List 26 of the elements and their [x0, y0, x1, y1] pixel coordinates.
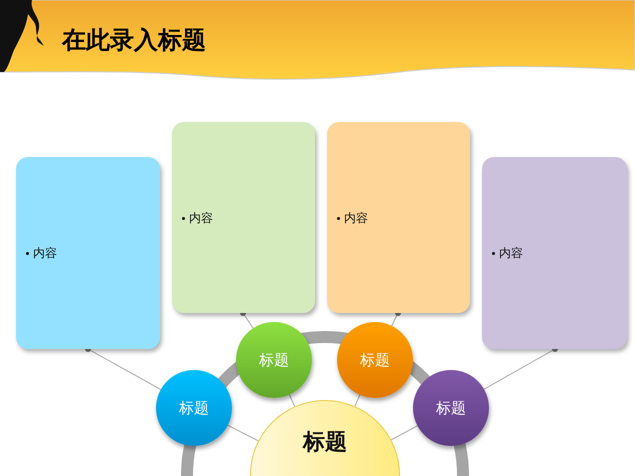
- bullet-text: 内容: [337, 210, 368, 227]
- center-title: 标题: [303, 429, 347, 457]
- topic-circle: [413, 370, 489, 446]
- topic-label: 标题: [259, 350, 289, 370]
- connector-line: [240, 310, 254, 329]
- connector-line: [288, 394, 296, 407]
- topic-circle: [236, 322, 312, 398]
- topic-label: 标题: [436, 398, 466, 418]
- topic-label: 标题: [179, 398, 209, 418]
- topic-circle: [156, 370, 232, 446]
- bullet-text: 内容: [182, 210, 213, 227]
- content-card: [327, 122, 470, 313]
- content-card: [172, 122, 315, 313]
- bullet-text: 内容: [492, 245, 523, 262]
- connector-line: [390, 425, 418, 440]
- connector-line: [354, 394, 360, 407]
- connector-line: [484, 346, 558, 390]
- connector-line: [227, 424, 259, 442]
- slide-title: 在此录入标题: [62, 25, 206, 56]
- topic-circle: [337, 322, 413, 398]
- content-card: [482, 157, 627, 349]
- connector-line: [85, 346, 162, 390]
- bullet-text: 内容: [26, 245, 57, 262]
- topic-label: 标题: [360, 350, 390, 370]
- connector-line: [391, 310, 401, 326]
- content-card: [16, 157, 160, 349]
